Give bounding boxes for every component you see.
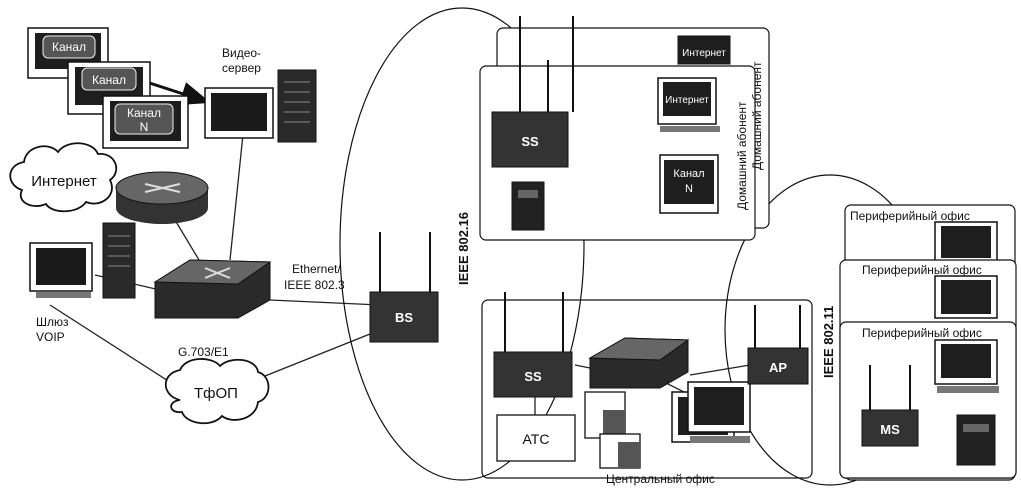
channel-n-label: Канал — [127, 106, 161, 120]
channel-2-screen: Канал — [67, 61, 151, 115]
router — [115, 171, 209, 224]
channel-1-label: Канал — [52, 40, 86, 54]
ethernet-label-line1: Ethernet/ — [292, 262, 341, 276]
channel-n-number: N — [140, 120, 149, 134]
home-phone — [511, 181, 545, 231]
channel-2-label: Канал — [92, 73, 126, 87]
peripheral-phone — [956, 414, 996, 466]
access-point: AP — [747, 305, 809, 385]
peripheral-office-label-1: Периферийный офис — [850, 209, 970, 223]
internet-cloud-label: Интернет — [31, 173, 97, 190]
channel-home-label: Канал — [673, 168, 704, 180]
ap-label: AP — [769, 360, 787, 375]
internet-pc-home: Интернет — [657, 77, 720, 132]
ss-office-label: SS — [524, 369, 542, 384]
peripheral-pc-2 — [934, 275, 998, 319]
channel-home-number: N — [685, 183, 693, 195]
office-pcs — [671, 381, 751, 443]
g703-label: G.703/E1 — [178, 345, 229, 359]
mobile-station: MS — [861, 365, 919, 447]
video-server — [204, 69, 317, 143]
internet-screen-front-label: Интернет — [665, 95, 709, 106]
voip-gateway-label-line1: Шлюз — [36, 315, 69, 329]
channel-tv-home: Канал N — [659, 154, 719, 214]
peripheral-office-label-2: Периферийный офис — [862, 263, 982, 277]
pstn-cloud-label: ТфОП — [194, 385, 238, 402]
ethernet-switch — [153, 259, 272, 319]
internet-cloud: Интернет — [9, 142, 118, 213]
subscriber-station-office: SS — [493, 292, 573, 398]
peripheral-pc-3 — [934, 339, 999, 393]
office-switch — [588, 337, 690, 389]
ethernet-label-line2: IEEE 802.3 — [284, 278, 345, 292]
internet-screen-back-label: Интернет — [682, 48, 726, 59]
ms-label: MS — [880, 422, 900, 437]
office-phones — [584, 391, 641, 469]
voip-gateway-label-line2: VOIP — [36, 330, 65, 344]
home-subscriber-label-1: Домашний абонент — [735, 101, 749, 210]
ieee-80216-label: IEEE 802.16 — [456, 212, 471, 285]
voip-gateway — [29, 222, 136, 299]
home-subscriber-label-2: Домашний абонент — [750, 61, 764, 170]
video-server-label-line2: сервер — [222, 61, 261, 75]
atc-box: АТС — [496, 414, 576, 462]
ss-home-label: SS — [521, 134, 539, 149]
subscriber-station-home: SS — [491, 16, 574, 168]
ieee-80211-label: IEEE 802.11 — [821, 306, 836, 378]
video-server-label-line1: Видео- — [222, 46, 261, 60]
peripheral-office-label-3: Периферийный офис — [862, 326, 982, 340]
central-office-box — [481, 299, 813, 479]
atc-label: АТС — [523, 431, 550, 447]
internet-screen-back: Интернет — [677, 35, 731, 65]
central-office-label: Центральный офис — [606, 472, 715, 486]
peripheral-pc-1 — [934, 221, 998, 263]
pstn-cloud: ТфОП — [164, 358, 270, 425]
bs-label: BS — [395, 310, 413, 325]
ieee-80216-coverage — [339, 7, 585, 481]
base-station: BS — [369, 232, 439, 343]
channel-n-screen: Канал N — [102, 95, 189, 149]
